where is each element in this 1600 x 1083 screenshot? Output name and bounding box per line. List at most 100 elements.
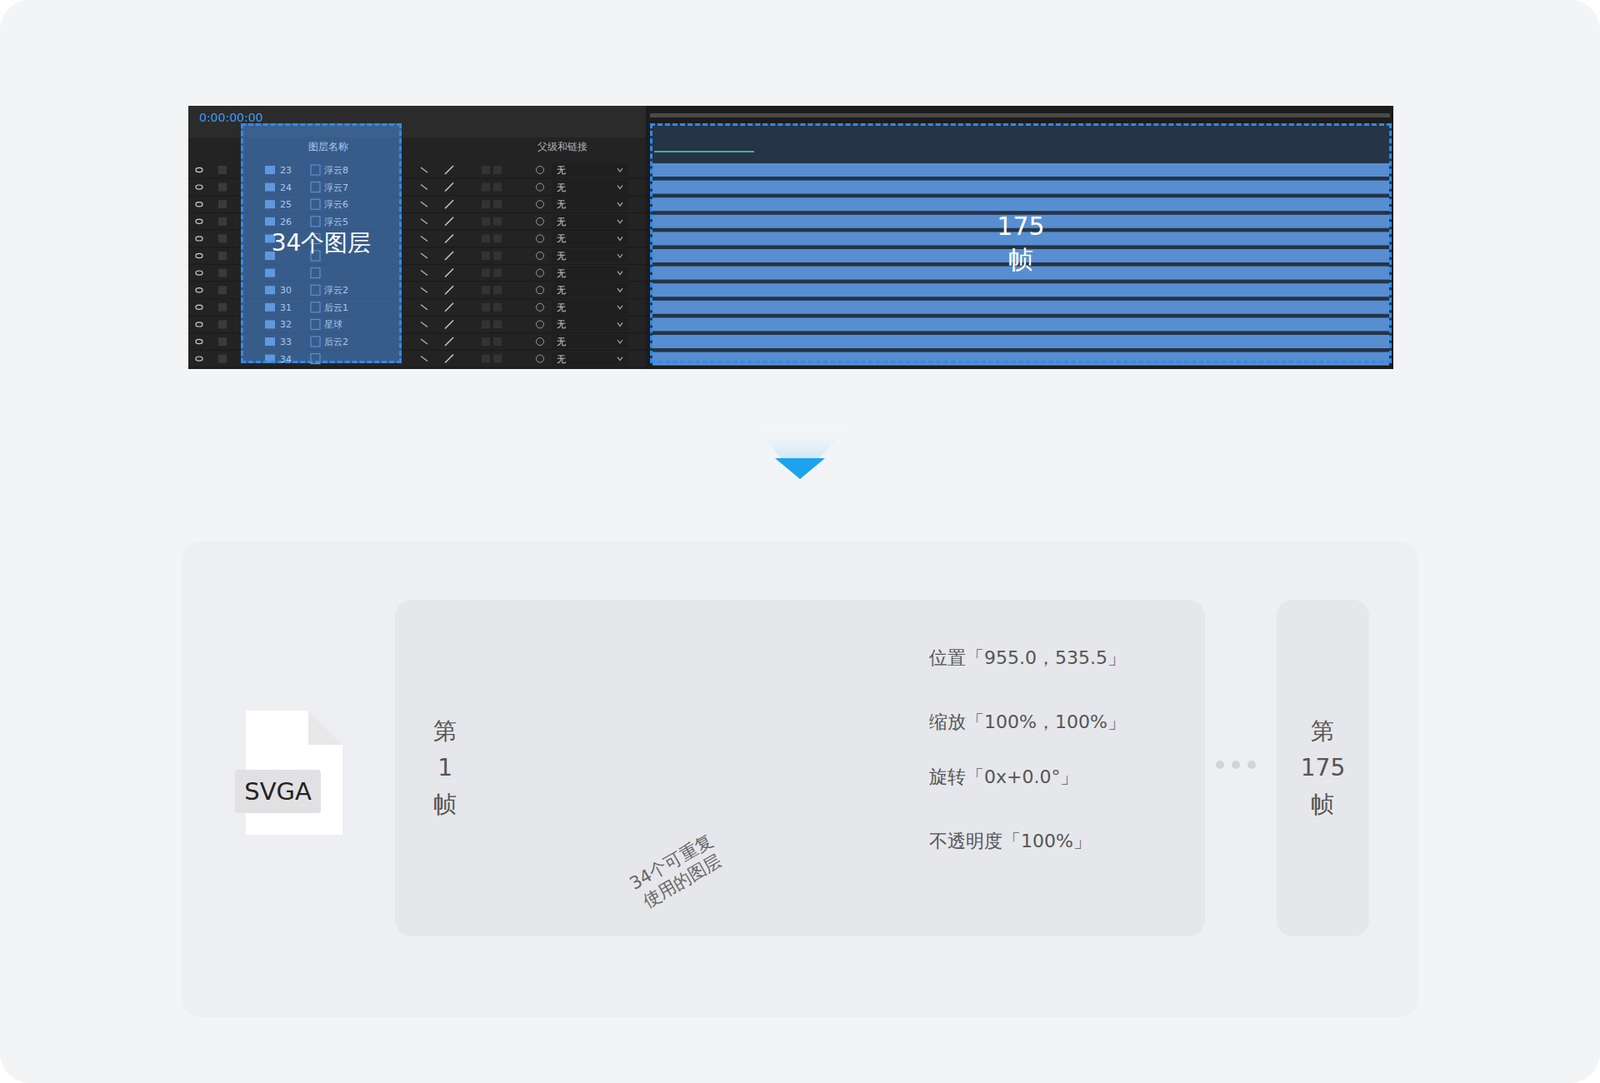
layer-number: 33	[280, 336, 292, 348]
eye-icon	[195, 167, 203, 172]
shy-icon	[420, 321, 428, 327]
file-fold	[308, 710, 343, 745]
parent-value: 无	[556, 266, 566, 280]
switch-box	[493, 285, 502, 295]
switch-box	[493, 234, 502, 243]
node-text: 34个图层	[271, 230, 372, 257]
eye-icon	[195, 202, 203, 207]
parent-dropdown	[551, 352, 629, 366]
quality-icon	[445, 355, 454, 364]
switch-box	[218, 337, 227, 346]
pickwhip-icon	[536, 320, 545, 329]
switch-box	[218, 303, 227, 312]
ellipsis-dots	[1215, 760, 1256, 770]
shy-icon	[420, 219, 428, 225]
switch-box	[218, 234, 227, 243]
property-label: 缩放「100%，100%」	[929, 710, 1126, 735]
pickwhip-icon	[536, 338, 545, 346]
shy-icon	[420, 201, 428, 207]
eye-icon	[195, 253, 203, 258]
shy-icon	[420, 287, 428, 293]
layer-name: 后云2	[324, 335, 349, 349]
switch-box	[218, 217, 227, 226]
property-label: 不透明度「100%」	[929, 829, 1092, 855]
shy-icon	[420, 305, 428, 310]
eye-icon	[195, 236, 203, 241]
layer-name: 浮云7	[324, 180, 349, 194]
eye-icon	[195, 305, 203, 310]
parent-dropdown	[551, 197, 629, 211]
down-arrow-glow	[750, 423, 852, 480]
pickwhip-icon	[536, 252, 545, 260]
dropdown-chevron	[617, 220, 623, 224]
dropdown-chevron	[617, 288, 623, 292]
layer-name: 星球	[324, 318, 343, 331]
pickwhip-icon	[536, 235, 545, 243]
shy-icon	[420, 167, 428, 173]
shy-icon	[420, 339, 428, 345]
parent-dropdown	[551, 215, 629, 229]
quality-icon	[445, 269, 454, 278]
eye-icon	[195, 185, 203, 190]
parent-value: 无	[556, 232, 566, 245]
switch-box	[218, 269, 227, 278]
switch-box	[481, 337, 490, 346]
layer-number: 25	[280, 199, 292, 210]
shy-icon	[420, 235, 428, 241]
dropdown-chevron	[617, 185, 623, 190]
property-label: 位置「955.0，535.5」	[929, 645, 1126, 671]
parent-value: 无	[556, 352, 566, 365]
layer-number: 24	[280, 181, 292, 193]
switch-box	[493, 200, 502, 209]
parent-value: 无	[556, 300, 566, 314]
parent-value: 无	[556, 215, 566, 228]
layer-number: 32	[280, 319, 292, 330]
layer-name: 浮云2	[324, 284, 349, 297]
switch-box	[481, 303, 490, 312]
switch-box	[481, 269, 490, 278]
layer-number: 30	[280, 285, 292, 296]
quality-icon	[445, 285, 454, 295]
dropdown-chevron	[617, 340, 623, 344]
switch-box	[481, 355, 490, 364]
layer-number: 31	[280, 301, 292, 313]
layer-number: 23	[280, 165, 292, 176]
frame-box: 第 175 帧	[1276, 600, 1370, 937]
property-label: 旋转「0x+0.0°」	[929, 765, 1079, 790]
eye-icon	[195, 288, 203, 293]
switch-box	[493, 251, 502, 260]
column-header: 父级和链接	[537, 140, 588, 155]
eye-icon	[195, 356, 203, 361]
switch-box	[481, 285, 490, 295]
switch-box	[481, 165, 490, 175]
parent-dropdown	[551, 300, 629, 315]
shy-icon	[420, 270, 428, 276]
switch-box	[481, 251, 490, 260]
pickwhip-icon	[536, 200, 545, 209]
pickwhip-icon	[536, 355, 545, 363]
dropdown-chevron	[617, 202, 623, 206]
switch-box	[481, 183, 490, 192]
node-text: 第 1 帧	[418, 713, 472, 824]
parent-value: 无	[556, 318, 566, 331]
layer-name: 浮云6	[324, 198, 349, 211]
eye-icon	[195, 219, 203, 224]
parent-dropdown	[551, 335, 629, 349]
node-text: 175 帧	[990, 210, 1051, 277]
quality-icon	[445, 217, 454, 226]
pickwhip-icon	[536, 183, 545, 191]
layer-name: 后云1	[324, 300, 349, 314]
work-area-bar	[650, 113, 1390, 118]
parent-dropdown	[551, 249, 629, 263]
layers-highlight: 34个图层	[240, 123, 402, 364]
quality-icon	[445, 251, 454, 260]
parent-value: 无	[556, 250, 566, 263]
switch-box	[218, 183, 227, 192]
parent-value: 无	[556, 180, 566, 194]
pickwhip-icon	[536, 286, 545, 295]
pickwhip-icon	[536, 217, 545, 225]
screenshot-ground	[188, 105, 1394, 370]
column-header: 图层名称	[308, 140, 349, 155]
dropdown-chevron	[617, 305, 623, 310]
eye-icon	[195, 270, 203, 275]
